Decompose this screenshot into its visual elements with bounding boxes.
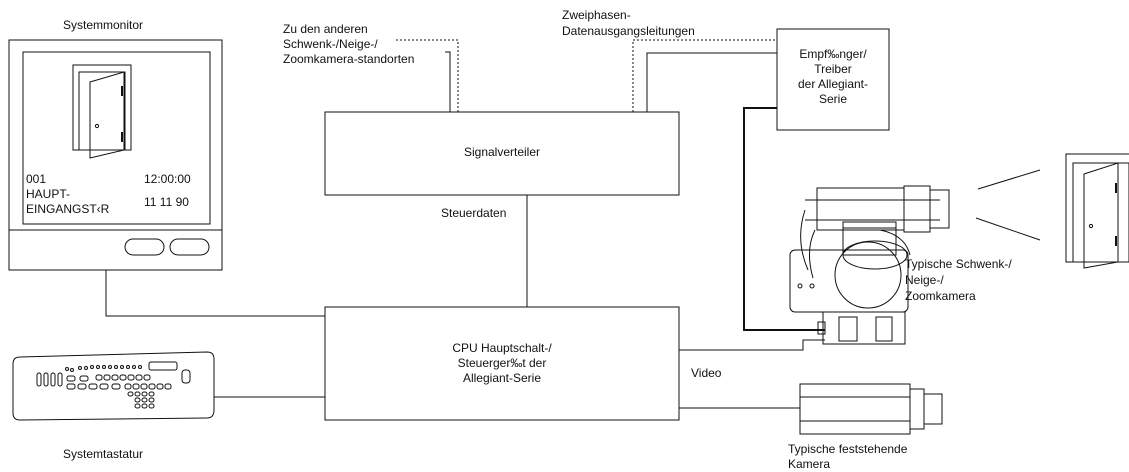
keyboard-body — [12, 351, 215, 421]
label-ptz-1: Typische Schwenk-/ — [905, 257, 1012, 271]
label-control-data: Steuerdaten — [441, 206, 507, 220]
view-line-bottom — [975, 217, 1041, 241]
label-receiver-4: Serie — [818, 92, 847, 106]
label-other-sites-3: Zoomkamera-standorten — [283, 52, 415, 66]
monitor-button-right — [169, 238, 210, 256]
other-sites-line-dashed — [395, 39, 459, 112]
view-line-top — [977, 169, 1041, 190]
signal-distributor-box — [324, 111, 680, 196]
label-cpu-1: CPU Hauptschalt-/ — [452, 341, 552, 355]
label-receiver-2: Treiber — [814, 62, 852, 76]
monitor-name-line1: HAUPT- — [26, 187, 71, 201]
label-video: Video — [691, 366, 722, 380]
label-systemmonitor: Systemmonitor — [63, 18, 144, 32]
label-two-phase-2: Datenausgangsleitungen — [562, 24, 695, 38]
monitor-outer-frame — [8, 39, 223, 271]
label-fixed-camera-1: Typische feststehende — [788, 442, 908, 456]
receiver-to-ptz-line — [743, 107, 825, 331]
other-sites-line-solid — [445, 51, 451, 112]
label-fixed-camera-2: Kamera — [788, 457, 831, 471]
monitor-time: 12:00:00 — [144, 172, 191, 186]
monitor-to-cpu-line — [105, 270, 325, 317]
system-monitor — [8, 39, 223, 271]
monitor-name-line2: EINGANGST‹R — [26, 202, 110, 216]
label-ptz-3: Zoomkamera — [905, 289, 976, 303]
label-ptz-2: Neige-/ — [905, 273, 944, 287]
label-cpu-2: Steuerger‰t der — [457, 356, 547, 370]
two-phase-line-solid — [646, 52, 777, 112]
label-systemtastatur: Systemtastatur — [63, 447, 144, 461]
label-other-sites-2: Schwenk-/Neige-/ — [283, 37, 378, 51]
ptz-camera — [789, 185, 950, 345]
receiver-driver-box — [776, 28, 890, 131]
two-phase-line-dashed — [632, 39, 777, 112]
label-signal-distributor: Signalverteiler — [463, 145, 541, 159]
video-line-ptz — [679, 339, 825, 351]
monitor-camera-id: 001 — [26, 172, 47, 186]
cpu-switcher-box — [324, 306, 680, 421]
keyboard-keys — [36, 361, 191, 409]
label-other-sites-1: Zu den anderen — [283, 22, 368, 36]
label-receiver-3: der Allegiant- — [797, 77, 869, 91]
system-keyboard — [12, 351, 215, 421]
label-cpu-3: Allegiant-Serie — [462, 371, 542, 385]
monitor-screen — [22, 51, 211, 225]
label-receiver-1: Empf‰nger/ — [799, 47, 867, 61]
label-two-phase-1: Zweiphasen- — [562, 8, 631, 22]
monitor-button-left — [124, 238, 165, 256]
monitor-door-icon — [72, 64, 132, 159]
fixed-camera — [799, 383, 943, 435]
monitor-date: 11 11 90 — [144, 195, 189, 209]
door-icon — [1065, 153, 1129, 269]
